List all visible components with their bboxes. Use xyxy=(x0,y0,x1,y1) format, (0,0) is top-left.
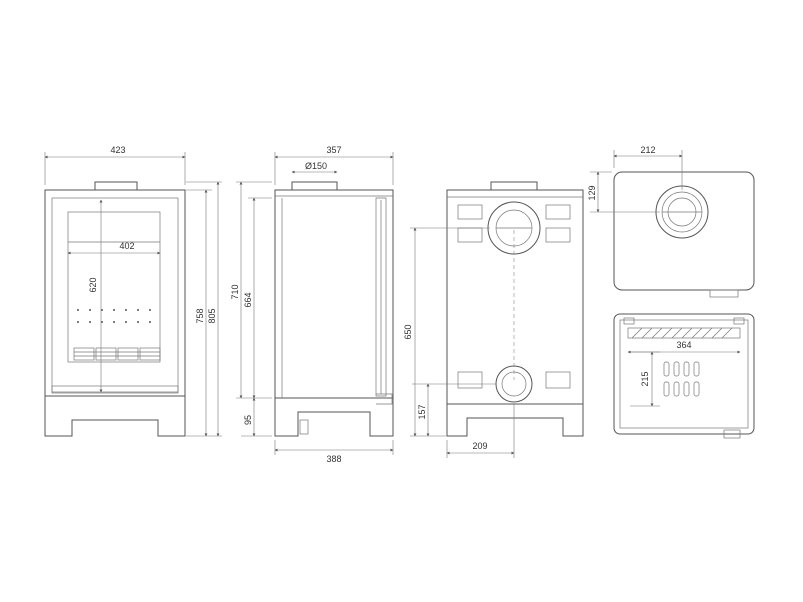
side-ash-lever xyxy=(299,419,309,435)
side-height-b-dim: 664 xyxy=(243,292,253,307)
rear-flue-collar xyxy=(490,181,538,191)
door-width-dim: 402 xyxy=(119,241,134,251)
front-door-frame xyxy=(51,197,179,394)
total-height-a-dim: 758 xyxy=(195,308,205,323)
bottom-width-dim: 364 xyxy=(676,340,691,350)
leg-height-dim: 95 xyxy=(243,415,253,425)
side-door-edge xyxy=(375,197,387,397)
front-flue-collar xyxy=(94,181,138,191)
front-dots xyxy=(77,309,151,323)
top-body xyxy=(613,171,755,291)
top-offset-y-dim: 129 xyxy=(587,185,597,200)
top-offset-x-dim: 212 xyxy=(640,145,655,155)
front-body xyxy=(44,189,186,397)
bottom-outlet-height-dim: 157 xyxy=(417,404,427,419)
side-width-dim: 357 xyxy=(326,145,341,155)
side-view: 357 Ø150 710 664 95 388 xyxy=(230,145,394,464)
side-body xyxy=(274,189,394,399)
front-width-dim: 423 xyxy=(110,145,125,155)
front-glass xyxy=(67,211,161,363)
side-handle xyxy=(376,393,393,405)
bottom-grate-slots xyxy=(663,361,700,397)
door-height-dim: 620 xyxy=(88,277,98,292)
bottom-depth-dim: 215 xyxy=(640,371,650,386)
top-lever xyxy=(709,289,739,298)
total-height-b-dim: 805 xyxy=(207,308,217,323)
rear-legs xyxy=(446,404,584,437)
bottom-body xyxy=(613,313,755,435)
outlet-offset-dim: 209 xyxy=(472,441,487,451)
side-legs xyxy=(274,398,394,437)
rear-view: 650 157 209 xyxy=(403,181,584,458)
top-view: 212 129 xyxy=(587,145,755,298)
rear-outlet-height-dim: 650 xyxy=(403,324,413,339)
front-air-slots xyxy=(73,347,161,361)
front-legs xyxy=(44,396,186,437)
side-flue-collar xyxy=(291,181,338,191)
bottom-view: 364 215 xyxy=(613,313,755,439)
flue-diameter-dim: Ø150 xyxy=(305,161,327,171)
base-depth-dim: 388 xyxy=(326,454,341,464)
side-height-a-dim: 710 xyxy=(230,284,240,299)
front-view: 423 402 620 758 805 xyxy=(44,145,222,437)
bottom-hatched-panel xyxy=(627,327,741,339)
